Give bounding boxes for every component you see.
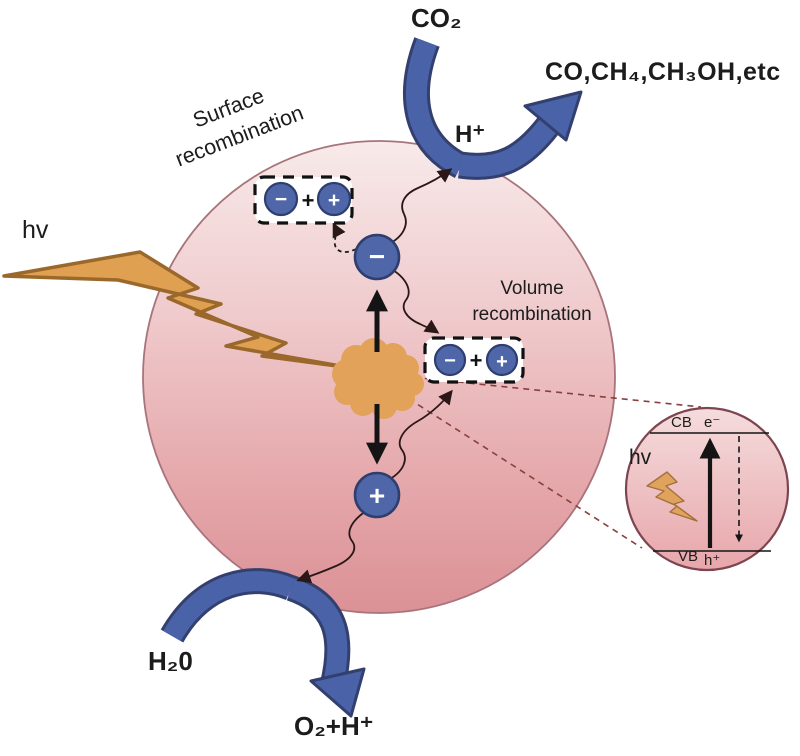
volume-recombination-box: − + + xyxy=(423,336,525,384)
hole-to-surface-path xyxy=(296,510,367,584)
electron-symbol: − xyxy=(369,241,385,272)
volume-recombination-line1: Volume xyxy=(500,278,564,299)
inset-cb-label: CB xyxy=(671,414,692,431)
pair-plus-symbol: + xyxy=(302,188,315,213)
co2-label: CO₂ xyxy=(411,3,462,33)
trapped-electron-symbol: − xyxy=(444,350,456,372)
trapped-hole-circle xyxy=(316,181,352,217)
co2-reduction-arrow xyxy=(403,37,583,180)
electron-to-recombination-dashed-path xyxy=(332,222,357,253)
electron-to-volume-path xyxy=(392,269,440,334)
trapped-electron-circle xyxy=(433,343,467,377)
photon-hv-label: hv xyxy=(22,216,49,244)
inset-electron-label: e⁻ xyxy=(704,414,721,431)
electron-to-surface-path xyxy=(388,168,453,245)
inset-hole-label: h⁺ xyxy=(704,552,721,569)
trapped-hole-symbol: + xyxy=(496,351,508,373)
excitation-cloud xyxy=(332,338,424,419)
pair-plus-symbol: + xyxy=(470,348,483,373)
o2-arrowhead xyxy=(309,667,366,718)
trapped-hole-symbol: + xyxy=(328,189,340,212)
inset-band-diagram xyxy=(624,406,790,572)
hole-circle xyxy=(353,471,401,519)
inset-vb-label: VB xyxy=(678,548,699,565)
products-label: CO,CH₄,CH₃OH,etc xyxy=(545,58,781,86)
trapped-hole-circle xyxy=(485,343,519,377)
h-plus-label: H⁺ xyxy=(455,121,485,148)
trapped-electron-symbol: − xyxy=(275,188,287,211)
inset-zoom-line-top xyxy=(380,373,702,408)
inset-zoom-line-bottom xyxy=(380,380,643,549)
hole-to-volume-path xyxy=(389,389,453,480)
inset-band-diagram-circle xyxy=(624,406,790,572)
water-oxidation-arrow xyxy=(160,568,366,718)
hole-symbol: + xyxy=(369,480,385,511)
products-arrowhead xyxy=(523,90,583,142)
inset-lightning-bolt xyxy=(646,471,698,522)
h2o-label: H₂0 xyxy=(148,646,193,676)
inset-hv-label: hv xyxy=(629,446,652,469)
o2-h-plus-label: O₂+H⁺ xyxy=(294,711,374,741)
volume-recombination-line2: recombination xyxy=(472,304,592,325)
electron-circle xyxy=(353,233,401,281)
trapped-electron-circle xyxy=(263,181,299,217)
surface-recombination-box: − + + xyxy=(253,175,354,225)
volume-recombination-label: Volume recombination xyxy=(450,276,614,328)
